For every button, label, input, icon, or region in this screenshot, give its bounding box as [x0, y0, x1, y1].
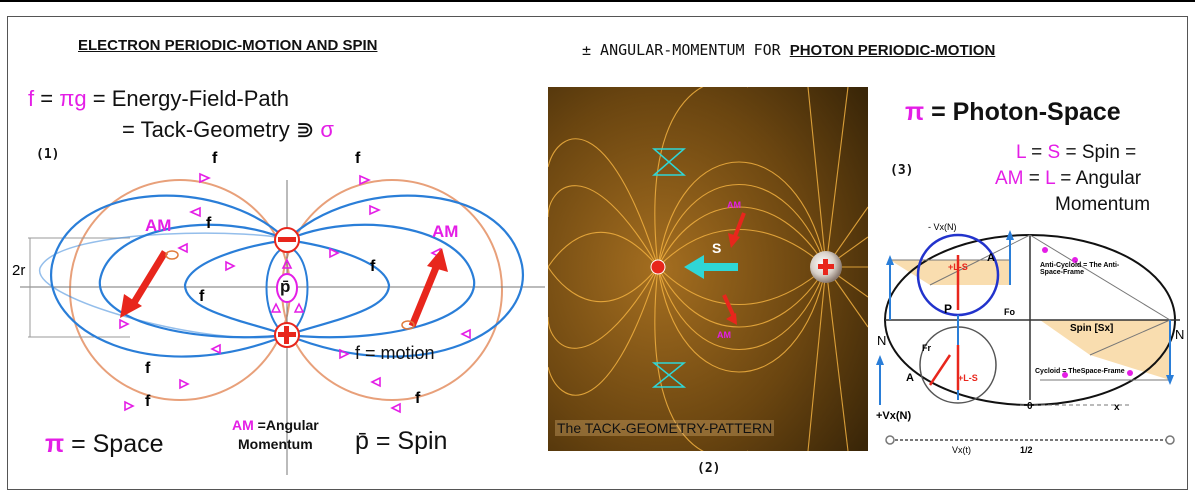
f-motion-label: f = motion [355, 343, 435, 363]
eq-sigma: σ [320, 117, 334, 142]
eq-equals: = [34, 86, 60, 111]
f-label-2: f [355, 150, 361, 167]
left-field-line-outer [50, 194, 288, 358]
spin-eq-line1: L = S = Spin = [1016, 142, 1137, 163]
a-bottom-label: A [906, 372, 914, 384]
eq-line2: = Tack-Geometry ⋑ [122, 117, 321, 142]
right-field-line-inner [286, 238, 391, 337]
spin-sx-label: Spin [Sx] [1070, 323, 1114, 334]
equation-line-2: = Tack-Geometry ⋑ σ [122, 117, 334, 143]
left-field-line-mid [98, 223, 288, 339]
f-label-1: f [212, 150, 218, 167]
f-label-8: f [415, 390, 421, 407]
two-r-label: 2r [12, 262, 26, 279]
x-label: x [1114, 402, 1120, 413]
am-caption: AM =Angular [232, 417, 319, 433]
photon-space-title: π = Photon-Space [905, 98, 1121, 126]
content-border [7, 16, 1188, 490]
negative-charge [650, 259, 666, 275]
pi-space-label: π = Space [45, 430, 164, 458]
cycloid-diagram [876, 230, 1180, 445]
am-label-right: AM [432, 222, 459, 241]
n-left-label: N [877, 333, 887, 348]
a-top-label: A [987, 252, 995, 264]
vx-top-label: - Vx(N) [928, 222, 957, 232]
left-orbit-circle [69, 179, 291, 401]
right-field-line-outer [286, 194, 524, 358]
eq-g: g [74, 86, 87, 111]
ls-label-bottom: +L-S [958, 373, 978, 383]
spin-eq-line2: AM = L = Angular [995, 168, 1142, 189]
am-top-label: AM [727, 200, 741, 210]
right-field-line-mid [286, 223, 476, 339]
right-orbit-circle [281, 179, 503, 401]
fo-label: Fo [1004, 307, 1015, 317]
fig-2-number: (2) [697, 461, 721, 476]
n-right-label: N [1175, 327, 1185, 342]
am-label-left: AM [145, 216, 172, 235]
right-header: ± ANGULAR-MOMENTUM FOR PHOTON PERIODIC-M… [582, 41, 996, 59]
left-field-line-inner [183, 238, 288, 337]
am-arrow-left [120, 250, 168, 318]
half-label: 1/2 [1020, 445, 1033, 455]
am-caption-line2: Momentum [238, 436, 313, 452]
pbar-spin-label: p̄ = Spin [355, 427, 448, 455]
flow-arrows [119, 172, 471, 414]
cycloid-label: Cycloid = TheSpace-Frame [1035, 368, 1125, 375]
zero-label: 0 [1027, 401, 1033, 412]
left-title: ELECTRON PERIODIC-MOTION AND SPIN [78, 37, 378, 54]
spin-eq-line3: Momentum [1055, 194, 1151, 215]
s-label: S [712, 240, 722, 256]
eq-f: f [28, 86, 35, 111]
ls-label-top: +L-S [948, 262, 968, 272]
fig-3-number: (3) [890, 163, 914, 178]
tack-geometry-caption: The TACK-GEOMETRY-PATTERN [555, 420, 775, 436]
eq-rest: = Energy-Field-Path [86, 86, 290, 111]
equation-line-1: f = πg = Energy-Field-Path [28, 86, 289, 112]
vx-n-label: +Vx(N) [876, 410, 912, 422]
fr-label: Fr [922, 343, 931, 353]
p-label: P [944, 302, 953, 316]
f-label-4: f [370, 258, 376, 275]
eq-pi: π [59, 86, 75, 111]
p-particle [276, 273, 298, 303]
pi-symbol: π [45, 430, 65, 458]
f-label-5: f [199, 288, 205, 305]
am-arrow-right [408, 248, 448, 328]
p-bar-label: p̄ [280, 277, 291, 296]
fig-1-number: (1) [36, 147, 60, 162]
top-rule [0, 0, 1195, 2]
f-label-6: f [145, 360, 151, 377]
tack-geometry-image [548, 87, 868, 451]
f-label-3: f [206, 215, 212, 232]
f-label-7: f [145, 393, 151, 410]
vx-bottom-label: Vx(t) [952, 445, 971, 455]
anti-cycloid-label: Anti-Cycloid = The Anti-Space-Frame [1040, 262, 1120, 276]
am-bottom-label: AM [717, 330, 731, 340]
